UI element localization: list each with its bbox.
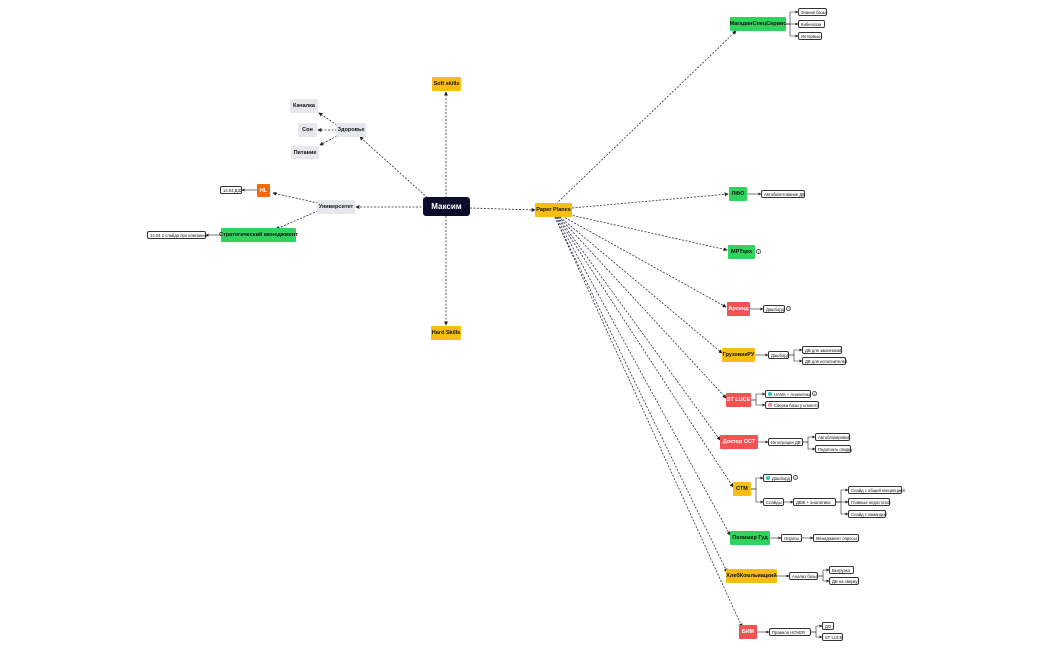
stluce-child-2-label: Сверка базы у клиента	[774, 402, 819, 408]
gruzovik-dashboard[interactable]: Дашборд	[768, 351, 789, 359]
stm-dashboard-label: Дашборд	[772, 475, 790, 481]
project-doktor[interactable]: Доктор ОСТ	[720, 435, 758, 449]
doktor-integration[interactable]: Интеграция ДВ	[768, 438, 803, 446]
root-node[interactable]: Максим	[423, 197, 470, 216]
polymer-surveys[interactable]: Опросы	[781, 534, 802, 542]
project-khleb[interactable]: ХлебКомльиацкий	[726, 569, 777, 583]
stm-child-1[interactable]: Слайд с общей концепцией	[848, 486, 905, 494]
gruzovik-child-2[interactable]: ДВ для исполнителей	[802, 357, 847, 365]
status-dot-icon	[766, 476, 770, 480]
lpo-child[interactable]: Автобилетование ДВ	[761, 190, 805, 198]
health-child-food[interactable]: Питание	[291, 146, 319, 159]
info-icon[interactable]: i	[756, 249, 761, 254]
project-gruzovik[interactable]: ГрузовикРУ	[722, 348, 755, 362]
magadan-child-1[interactable]: Знания базы	[798, 8, 827, 16]
info-icon[interactable]: i	[812, 391, 817, 396]
khleb-analysis[interactable]: Анализ базы	[789, 572, 818, 580]
soft-skills-node[interactable]: Soft skills	[432, 77, 461, 91]
bim-child-1[interactable]: ДО	[822, 622, 834, 630]
health-child-gym[interactable]: Качалка	[290, 99, 318, 113]
strategic-management-node[interactable]: Стратегический менеджмент	[219, 228, 298, 242]
project-polymer[interactable]: Полимер Гуд	[730, 531, 770, 545]
khleb-child-2[interactable]: ДВ на сверку	[829, 577, 859, 585]
stm-child-3[interactable]: Слайд с командой	[848, 510, 887, 518]
info-icon[interactable]: i	[786, 306, 791, 311]
stm-child-2[interactable]: Главные недостатки	[848, 498, 890, 506]
project-mrt[interactable]: МРТцех	[728, 245, 755, 259]
stluce-child-2[interactable]: Сверка базы у клиента	[765, 401, 819, 409]
stm-slides[interactable]: Слайды	[763, 498, 784, 506]
status-dot-icon	[768, 392, 772, 396]
doktor-child-2[interactable]: Подогнать сводку	[815, 445, 852, 453]
project-lpo[interactable]: ЛФО	[729, 187, 747, 201]
info-icon[interactable]: i	[793, 475, 798, 480]
gruzovik-child-1[interactable]: ДВ для заказчиков	[802, 346, 842, 354]
hard-skills-node[interactable]: Hard Skills	[431, 326, 461, 340]
hl-child-deadline[interactable]: 14.04 ДЗ2	[220, 186, 242, 194]
project-stluce[interactable]: ST LUCE	[726, 393, 751, 407]
project-arsenal[interactable]: Арсенд	[727, 302, 750, 316]
doktor-child-1[interactable]: Автоблокировка	[815, 433, 850, 441]
bim-child-2[interactable]: ST LUCE	[822, 633, 843, 641]
paper-planes-node[interactable]: Paper Planes	[535, 203, 572, 217]
polymer-survey-management[interactable]: Менеджмент опросы	[813, 534, 859, 542]
strategic-child-slides[interactable]: 14.04 2 слайда про компанию	[147, 231, 208, 239]
stluce-child-1-label: UANS + Аналитика	[774, 391, 812, 397]
health-child-sleep[interactable]: Сон	[298, 123, 317, 137]
university-node[interactable]: Университет	[317, 200, 355, 214]
khleb-child-1[interactable]: Выгрузка	[829, 566, 854, 574]
stm-analytics[interactable]: ДВЖ + аналитика	[793, 498, 836, 506]
status-dot-icon	[768, 403, 772, 407]
bim-rules[interactable]: Правила HOVER	[769, 628, 811, 636]
arsenal-child[interactable]: Дашборд	[763, 305, 785, 313]
health-node[interactable]: Здоровье	[336, 123, 366, 137]
stluce-child-1[interactable]: UANS + Аналитика	[765, 390, 811, 398]
magadan-child-2[interactable]: Кибензоза	[798, 20, 825, 28]
project-stm[interactable]: СТМ	[733, 482, 751, 496]
stm-dashboard[interactable]: Дашборд	[763, 474, 792, 482]
project-magadan[interactable]: МагаданСпецСервис	[730, 17, 786, 31]
hl-node[interactable]: HL	[257, 184, 270, 197]
magadan-child-3[interactable]: Интервью	[798, 32, 822, 40]
project-bim[interactable]: БИМ	[739, 625, 757, 639]
